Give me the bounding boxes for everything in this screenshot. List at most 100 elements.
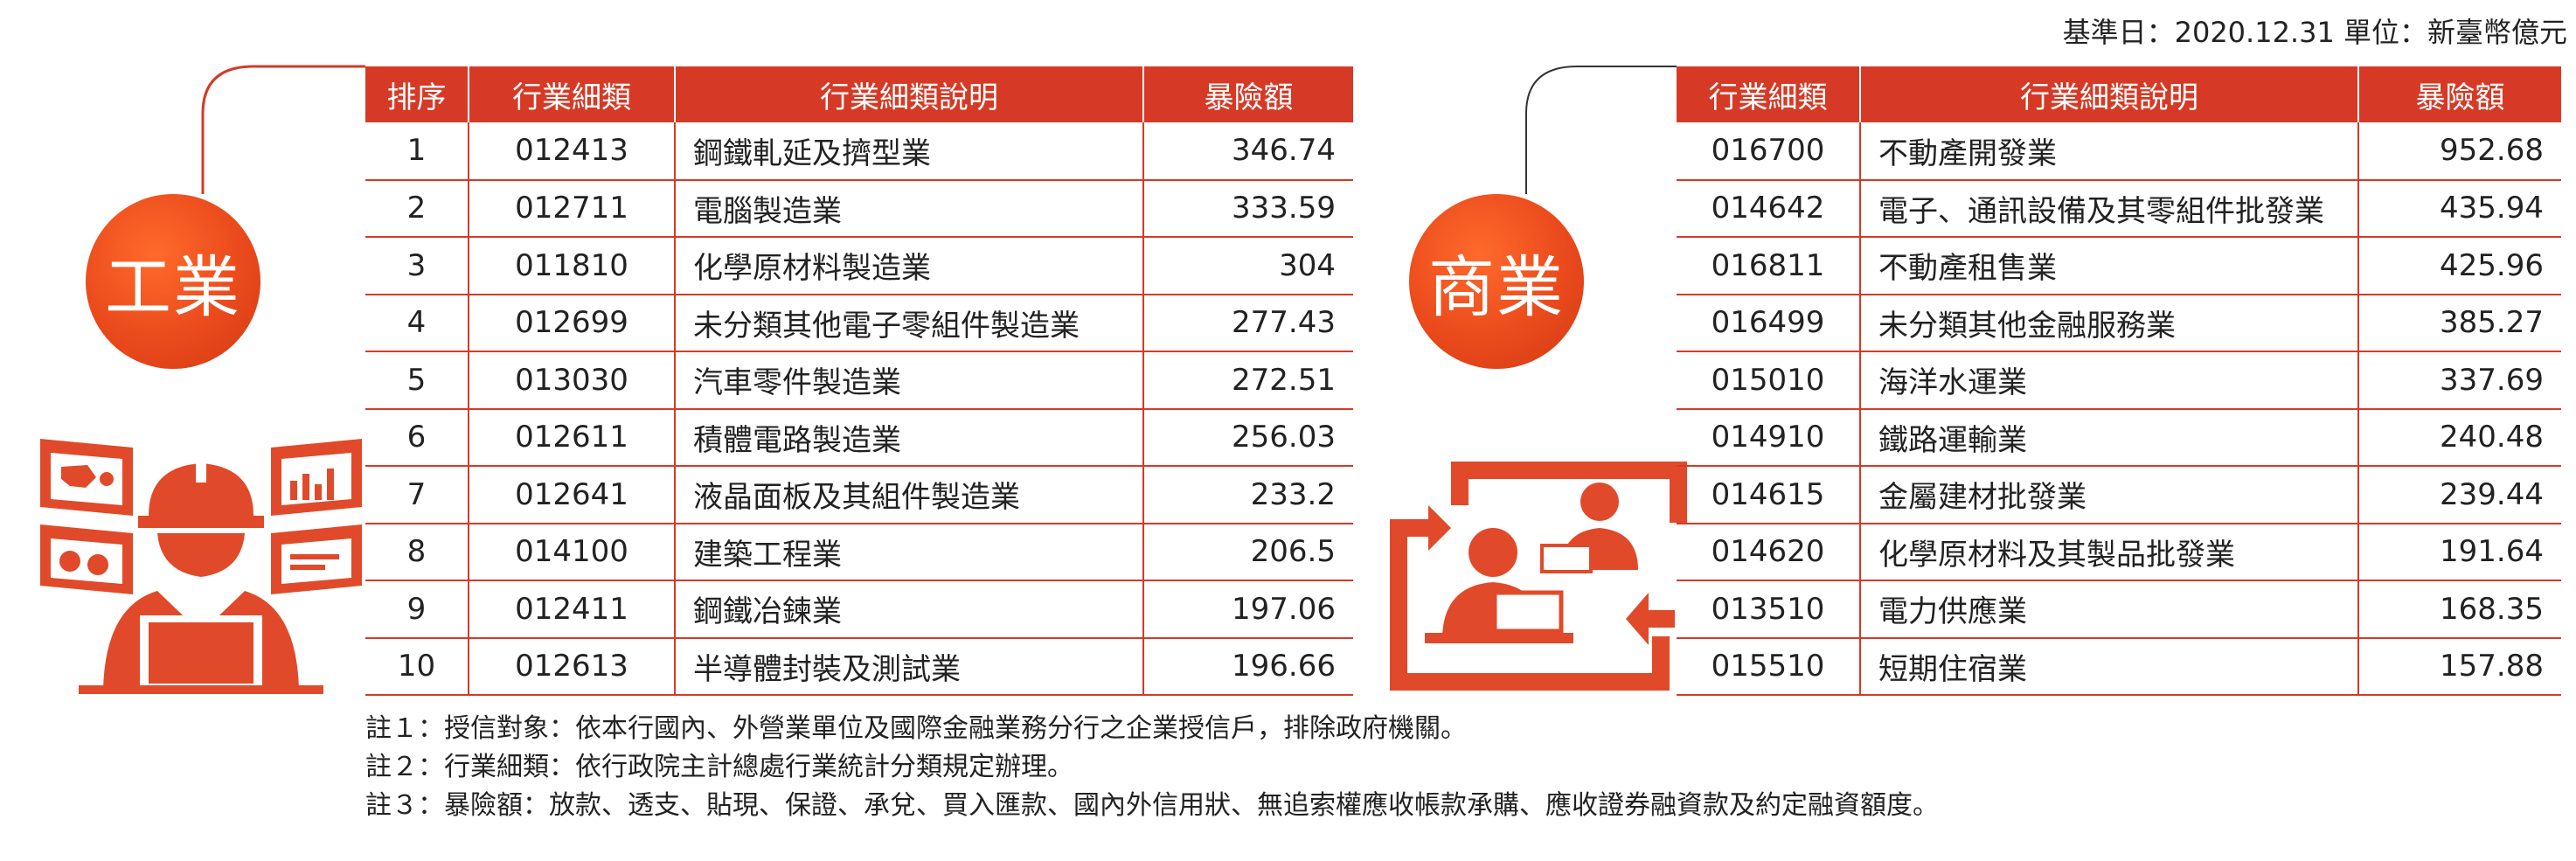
description-cell: 化學原材料及其製品批發業 [1860, 523, 2359, 581]
code-cell: 013510 [1677, 580, 1861, 639]
code-cell: 012613 [469, 637, 676, 696]
description-cell: 金屬建材批發業 [1860, 466, 2359, 524]
exposure-cell: 233.2 [1143, 466, 1353, 524]
header-exposure: 暴險額 [2358, 66, 2561, 122]
code-cell: 012711 [469, 179, 676, 238]
description-cell: 短期住宿業 [1860, 637, 2359, 696]
description-cell: 電腦製造業 [675, 179, 1144, 238]
description-cell: 積體電路製造業 [675, 408, 1144, 467]
description-cell: 鐵路運輸業 [1860, 408, 2359, 467]
description-cell: 化學原材料製造業 [675, 237, 1144, 295]
code-cell: 014620 [1677, 523, 1861, 581]
code-cell: 014100 [469, 523, 676, 581]
exposure-cell: 240.48 [2358, 408, 2561, 467]
code-cell: 015010 [1677, 351, 1861, 410]
exposure-cell: 385.27 [2358, 294, 2561, 352]
code-cell: 011810 [469, 237, 676, 295]
header-code: 行業細類 [469, 66, 676, 122]
description-cell: 未分類其他金融服務業 [1860, 294, 2359, 352]
footnotes: 註１：授信對象：依本行國內、外營業單位及國際金融業務分行之企業授信戶，排除政府機… [365, 710, 1939, 825]
description-cell: 建築工程業 [675, 523, 1144, 581]
code-cell: 015510 [1677, 637, 1861, 696]
exposure-cell: 191.64 [2358, 523, 2561, 581]
code-cell: 012641 [469, 466, 676, 524]
code-cell: 012611 [469, 408, 676, 467]
rank-cell: 2 [365, 179, 469, 238]
exposure-cell: 435.94 [2358, 179, 2561, 238]
exposure-cell: 206.5 [1143, 523, 1353, 581]
exposure-cell: 168.35 [2358, 580, 2561, 639]
exposure-cell: 256.03 [1143, 408, 1353, 467]
description-cell: 未分類其他電子零組件製造業 [675, 294, 1144, 352]
exposure-cell: 239.44 [2358, 466, 2561, 524]
exposure-cell: 346.74 [1143, 122, 1353, 181]
commerce-category-badge: 商業 [1409, 194, 1584, 369]
exposure-cell: 952.68 [2358, 122, 2561, 181]
engineer-monitors-icon [40, 439, 362, 694]
description-cell: 液晶面板及其組件製造業 [675, 466, 1144, 524]
exposure-cell: 277.43 [1143, 294, 1353, 352]
code-cell: 012411 [469, 580, 676, 639]
exposure-cell: 157.88 [2358, 637, 2561, 696]
code-cell: 016700 [1677, 122, 1861, 181]
header-code: 行業細類 [1677, 66, 1861, 122]
table-header-row: 排序 行業細類 行業細類說明 暴險額 [365, 66, 1353, 122]
table-header-row: 行業細類 行業細類說明 暴險額 [1677, 66, 2561, 122]
rank-cell: 8 [365, 523, 469, 581]
description-cell: 電力供應業 [1860, 580, 2359, 639]
header-exposure: 暴險額 [1143, 66, 1353, 122]
exposure-cell: 304 [1143, 237, 1353, 295]
rank-cell: 9 [365, 580, 469, 639]
header-description: 行業細類說明 [675, 66, 1144, 122]
industry-category-badge: 工業 [86, 194, 260, 369]
people-laptop-exchange-icon [1390, 462, 1687, 691]
exposure-cell: 272.51 [1143, 351, 1353, 410]
code-cell: 014615 [1677, 466, 1861, 524]
code-cell: 016499 [1677, 294, 1861, 352]
code-cell: 016811 [1677, 237, 1861, 295]
rank-cell: 6 [365, 408, 469, 467]
rank-cell: 1 [365, 122, 469, 181]
description-cell: 汽車零件製造業 [675, 351, 1144, 410]
rank-cell: 5 [365, 351, 469, 410]
header-rank: 排序 [365, 66, 469, 122]
description-cell: 電子、通訊設備及其零組件批發業 [1860, 179, 2359, 238]
description-cell: 鋼鐵冶鍊業 [675, 580, 1144, 639]
exposure-cell: 337.69 [2358, 351, 2561, 410]
description-cell: 不動產開發業 [1860, 122, 2359, 181]
rank-cell: 3 [365, 237, 469, 295]
exposure-cell: 197.06 [1143, 580, 1353, 639]
code-cell: 014910 [1677, 408, 1861, 467]
rank-cell: 7 [365, 466, 469, 524]
rank-cell: 4 [365, 294, 469, 352]
description-cell: 不動產租售業 [1860, 237, 2359, 295]
rank-cell: 10 [365, 637, 469, 696]
exposure-cell: 425.96 [2358, 237, 2561, 295]
description-cell: 海洋水運業 [1860, 351, 2359, 410]
code-cell: 013030 [469, 351, 676, 410]
base-date-unit-note: 基準日：2020.12.31 單位：新臺幣億元 [2062, 16, 2567, 49]
footnote-1: 註１：授信對象：依本行國內、外營業單位及國際金融業務分行之企業授信戶，排除政府機… [365, 713, 1467, 744]
exposure-cell: 333.59 [1143, 179, 1353, 238]
